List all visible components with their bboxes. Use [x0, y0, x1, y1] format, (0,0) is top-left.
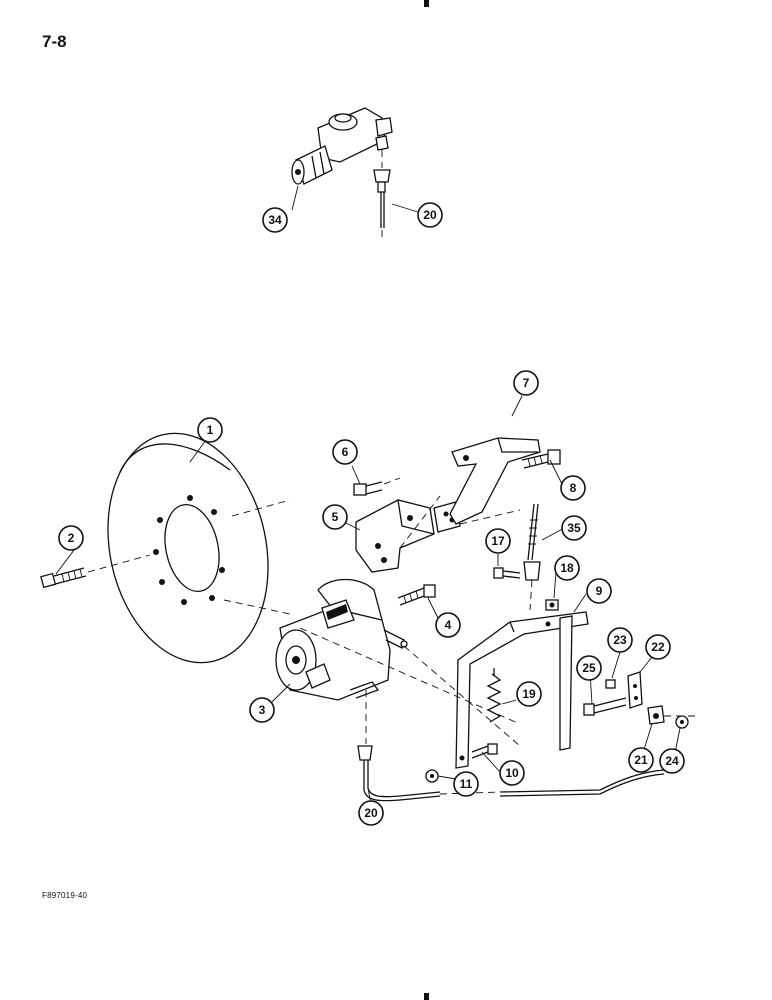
clip-21 [647, 705, 665, 725]
callout-21: 21 [628, 747, 654, 773]
nut-18 [545, 599, 559, 611]
callout-label: 8 [570, 481, 577, 495]
callout-label: 10 [505, 766, 519, 780]
callout-label: 3 [259, 703, 266, 717]
registration-mark [424, 993, 429, 1000]
bolt-10 [471, 743, 498, 759]
callout-label: 11 [460, 777, 473, 791]
callout-17: 17 [485, 528, 511, 554]
callout-label: 4 [445, 618, 452, 632]
master-cylinder [291, 107, 393, 185]
callout-label: 7 [523, 376, 530, 390]
callout-label: 17 [491, 534, 505, 548]
callout-23: 23 [607, 627, 633, 653]
bracket-5 [355, 499, 461, 573]
bolt-4 [397, 584, 436, 606]
callout-label: 20 [423, 208, 437, 222]
callout-10: 10 [499, 760, 525, 786]
callout-label: 9 [596, 584, 603, 598]
callout-label: 1 [207, 423, 214, 437]
nut-11 [425, 769, 439, 783]
callout-11: 11 [453, 771, 479, 797]
callout-2: 2 [58, 525, 84, 551]
callout-label: 21 [634, 753, 648, 767]
callout-label: 34 [268, 213, 282, 227]
plate-22 [627, 671, 643, 709]
bolt-6 [353, 477, 401, 496]
registration-mark [424, 0, 429, 7]
page-number: 7-8 [42, 32, 67, 51]
callout-34: 34 [262, 207, 288, 233]
callout-label: 19 [522, 687, 536, 701]
callout-20-top: 20 [417, 202, 443, 228]
callout-20-bottom: 20 [358, 800, 384, 826]
pedal-arm-7 [449, 437, 541, 525]
callout-18: 18 [554, 555, 580, 581]
callout-label: 18 [560, 561, 574, 575]
bolt-25 [583, 697, 627, 716]
callout-3: 3 [249, 697, 275, 723]
callout-label: 5 [332, 510, 339, 524]
callout-4: 4 [435, 612, 461, 638]
callout-label: 25 [582, 661, 596, 675]
callout-19: 19 [516, 681, 542, 707]
brake-caliper [275, 578, 408, 701]
callout-5: 5 [322, 504, 348, 530]
nut-24 [675, 715, 689, 729]
brake-line-20 [357, 745, 665, 802]
callout-label: 22 [651, 640, 665, 654]
callout-label: 6 [342, 445, 349, 459]
brake-line-fitting [373, 150, 391, 240]
bolt-8 [521, 449, 561, 469]
callout-label: 2 [68, 531, 75, 545]
callout-label: 20 [364, 806, 378, 820]
assembly-centerlines [299, 495, 700, 747]
callout-label: 23 [613, 633, 627, 647]
spring-19 [486, 668, 502, 723]
callout-label: 35 [567, 521, 581, 535]
nut-23 [605, 679, 616, 689]
callout-24: 24 [659, 748, 685, 774]
bolt-2 [40, 554, 151, 589]
callout-label: 24 [665, 754, 679, 768]
callout-25: 25 [576, 655, 602, 681]
callout-1: 1 [197, 417, 223, 443]
bolt-17 [493, 567, 521, 579]
push-rod-35 [523, 503, 541, 611]
callout-35: 35 [561, 515, 587, 541]
figure-code: F897019-40 [42, 891, 88, 900]
callout-9: 9 [586, 578, 612, 604]
callout-7: 7 [513, 370, 539, 396]
brake-disc [107, 432, 291, 664]
callout-6: 6 [332, 439, 358, 465]
leader-lines [55, 185, 681, 811]
callout-22: 22 [645, 634, 671, 660]
callout-8: 8 [560, 475, 586, 501]
bracket-9 [455, 611, 589, 769]
